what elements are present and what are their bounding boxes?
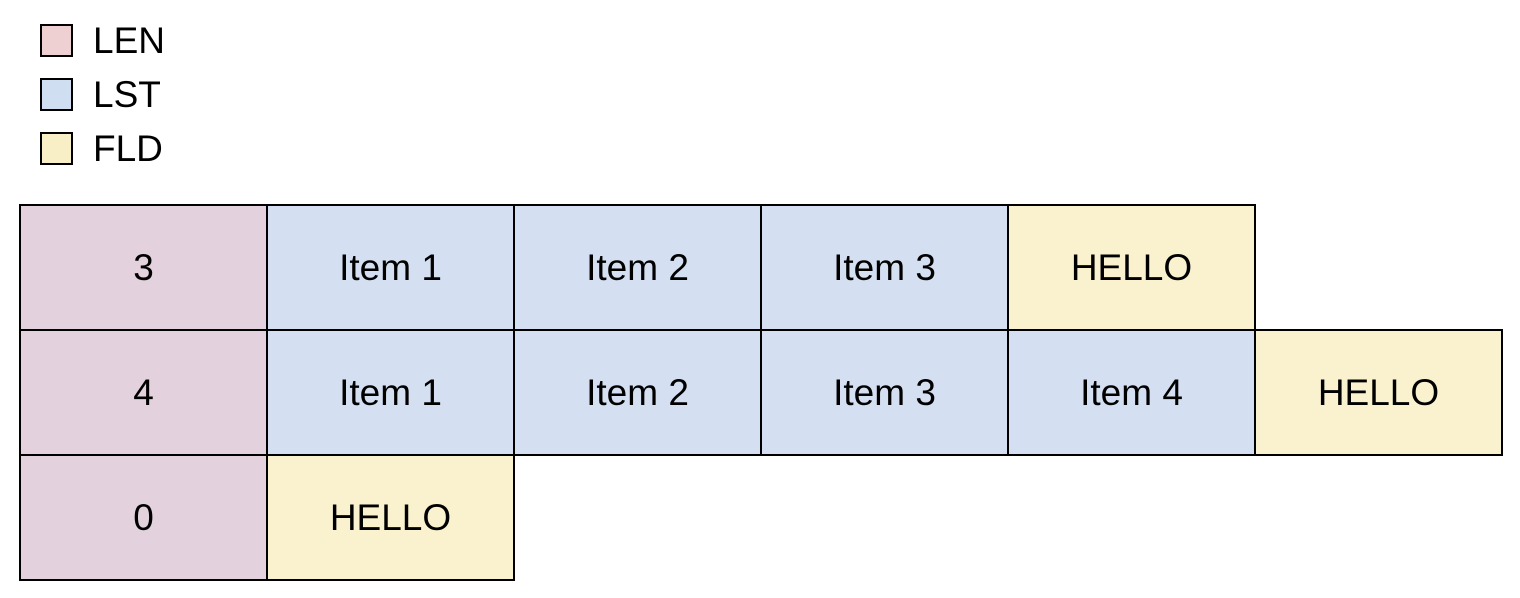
len-cell: 4 [19, 329, 268, 456]
fld-cell: HELLO [1254, 329, 1503, 456]
list-item-cell: Item 2 [513, 329, 762, 456]
record-row-3: 0 HELLO [19, 454, 515, 581]
len-cell: 0 [19, 454, 268, 581]
fld-swatch-icon [40, 132, 73, 165]
fld-cell: HELLO [266, 454, 515, 581]
record-row-2: 4 Item 1 Item 2 Item 3 Item 4 HELLO [19, 329, 1503, 456]
list-item-cell: Item 3 [760, 204, 1009, 331]
lst-swatch-icon [40, 78, 73, 111]
list-item-cell: Item 3 [760, 329, 1009, 456]
legend-label-fld: FLD [93, 128, 163, 169]
legend-item-len: LEN [40, 20, 165, 61]
list-item-cell: Item 2 [513, 204, 762, 331]
record-row-1: 3 Item 1 Item 2 Item 3 HELLO [19, 204, 1256, 331]
list-item-cell: Item 1 [266, 329, 515, 456]
len-swatch-icon [40, 24, 73, 57]
legend-item-fld: FLD [40, 128, 165, 169]
list-item-cell: Item 4 [1007, 329, 1256, 456]
len-cell: 3 [19, 204, 268, 331]
legend-item-lst: LST [40, 74, 165, 115]
list-item-cell: Item 1 [266, 204, 515, 331]
legend-label-lst: LST [93, 74, 161, 115]
legend-label-len: LEN [93, 20, 165, 61]
fld-cell: HELLO [1007, 204, 1256, 331]
legend: LEN LST FLD [40, 20, 165, 169]
